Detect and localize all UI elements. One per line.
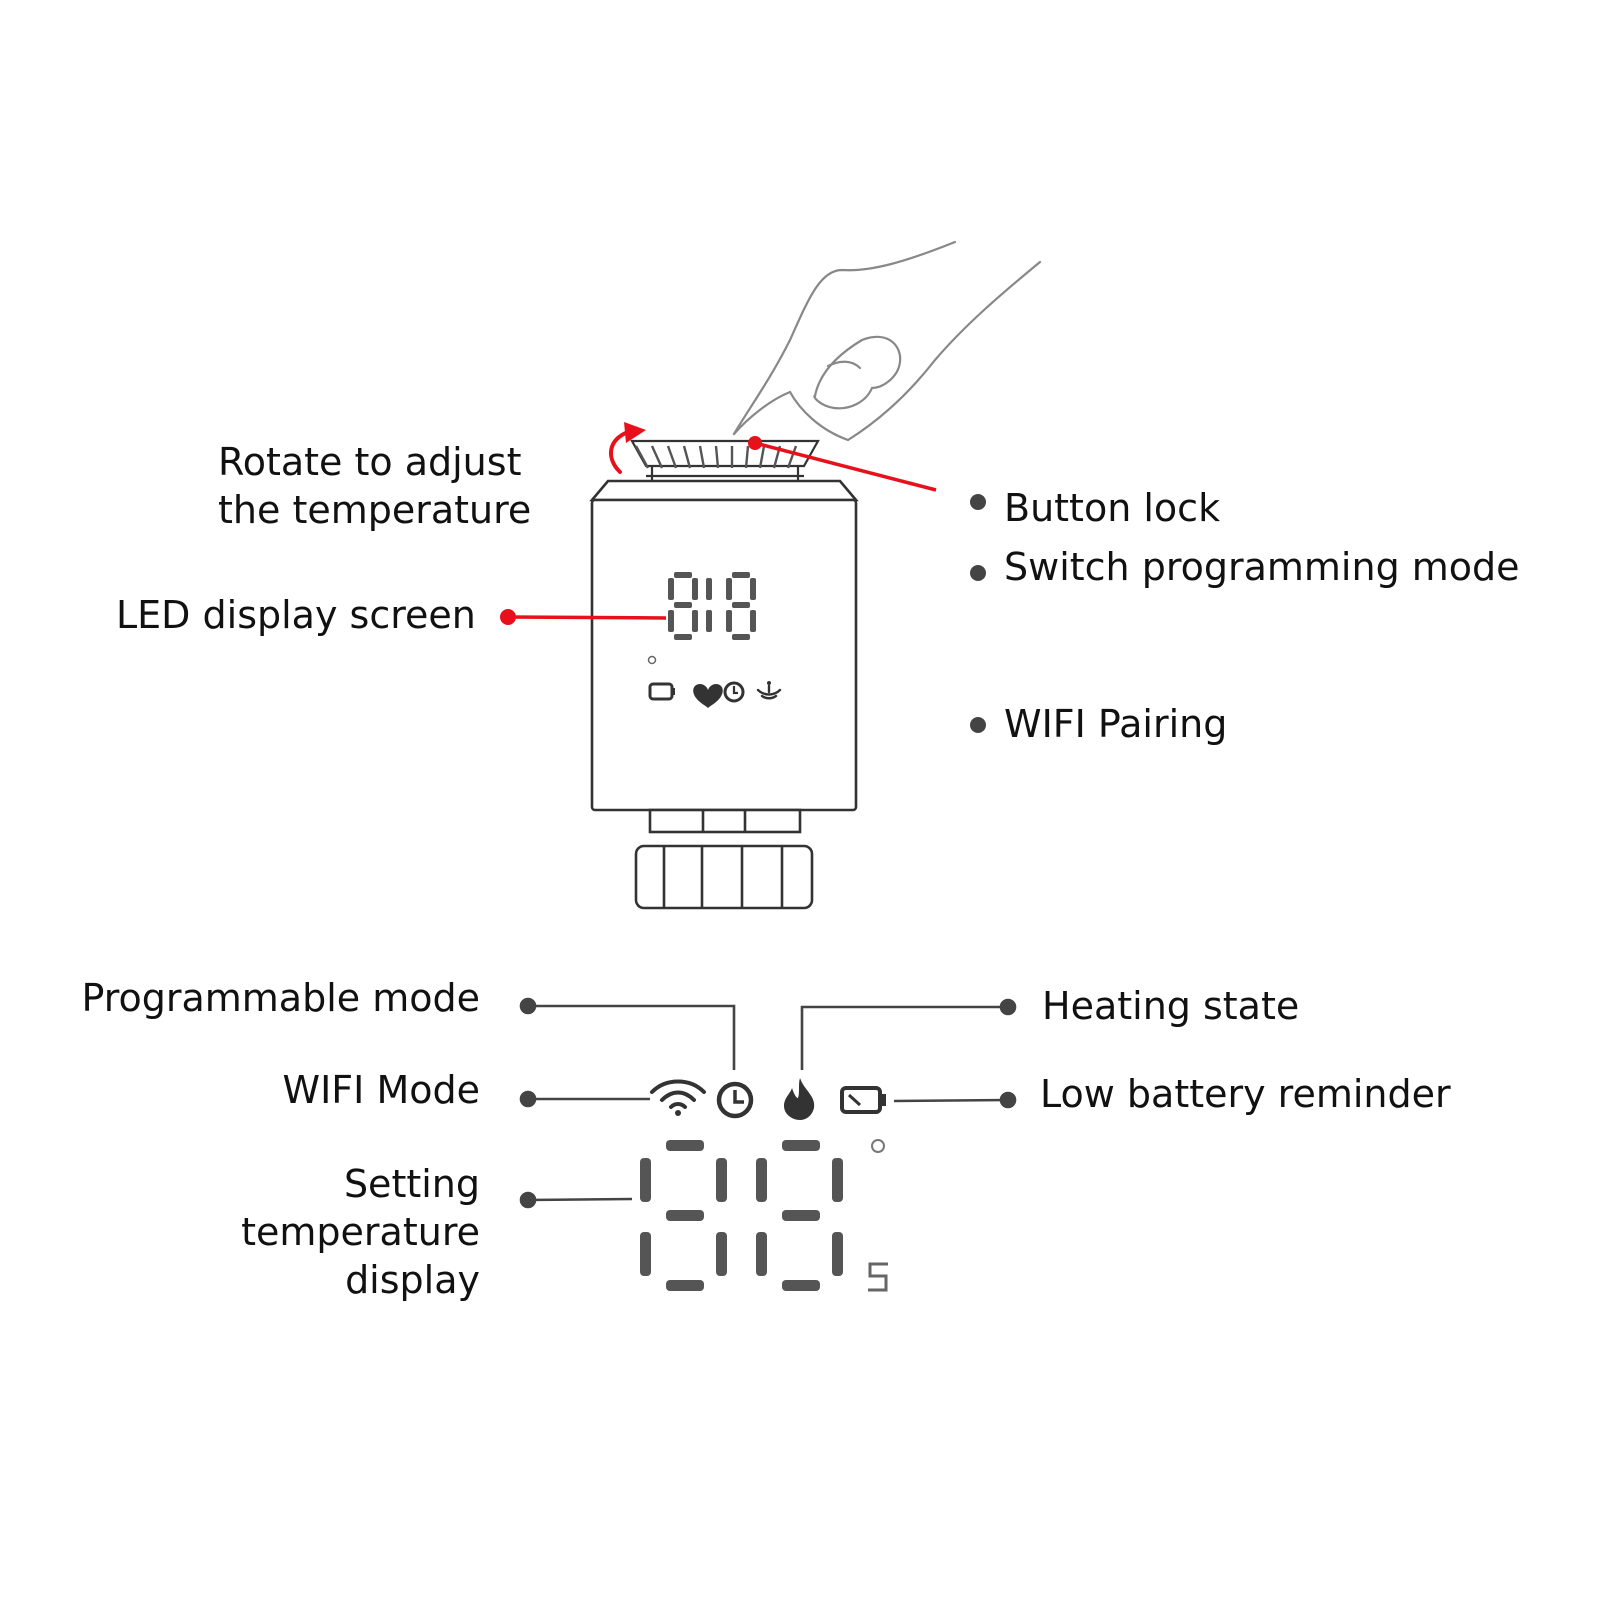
label-led-display: LED display screen (116, 593, 476, 637)
flame-icon (784, 1078, 815, 1120)
label-rotate: Rotate to adjust the temperature (218, 440, 532, 532)
rotary-knob (630, 439, 820, 482)
battery-icon (648, 682, 675, 701)
bullet-button-lock (970, 494, 986, 510)
label-switch-mode: Switch programming mode (1004, 545, 1520, 589)
label-low-battery: Low battery reminder (1040, 1072, 1451, 1116)
label-heating-state: Heating state (1042, 984, 1300, 1028)
device-led-display (647, 572, 756, 665)
label-button-lock: Button lock (1004, 486, 1221, 530)
label-setting-temperature: Setting temperature display (241, 1162, 480, 1302)
thermostat-body (589, 479, 859, 910)
led-callout-line (500, 609, 667, 625)
wifi-icon (650, 1079, 706, 1116)
bullet-wifi-pairing (970, 717, 986, 733)
heart-icon (693, 684, 723, 708)
clock-icon (716, 1081, 754, 1119)
hand-icon (732, 240, 1042, 442)
label-wifi-pairing: WIFI Pairing (1004, 702, 1228, 746)
label-wifi-mode: WIFI Mode (282, 1068, 480, 1112)
label-programmable-mode: Programmable mode (81, 976, 480, 1020)
setting-temperature-digits (640, 1139, 888, 1292)
digit-1 (640, 1140, 727, 1291)
clock-icon (723, 681, 745, 703)
knob-callout-line (748, 436, 937, 492)
rotate-arrow-icon (609, 422, 646, 474)
bullet-switch-mode (970, 565, 986, 581)
battery-icon (840, 1086, 886, 1114)
wifi-icon (756, 681, 782, 700)
digit-2 (756, 1140, 843, 1291)
legend-callout-lines (519, 997, 1017, 1209)
